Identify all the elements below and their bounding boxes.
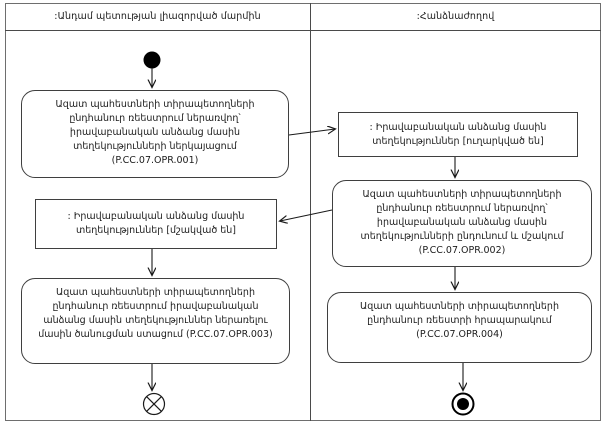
lane-divider — [310, 3, 311, 421]
lane-header-authorized-body: :Անդամ պետության լիազորված մարմին — [5, 3, 310, 30]
object-node-info-processed: : Իրավաբանական անձանց մասին տեղեկություն… — [35, 199, 277, 249]
lane-header-commission: :Հանձնաժողով — [310, 3, 601, 30]
object-node-info-sent: : Իրավաբանական անձանց մասին տեղեկություն… — [338, 112, 578, 157]
lane-header-row: :Անդամ պետության լիազորված մարմին :Հանձն… — [5, 3, 601, 31]
lane-label: :Հանձնաժողով — [416, 11, 495, 22]
lane-label: :Անդամ պետության լիազորված մարմին — [54, 11, 261, 22]
action-node-opr-004: Ազատ պահեստների տիրապետողների ընդհանուր … — [327, 292, 592, 363]
action-node-opr-002: Ազատ պահեստների տիրապետողների ընդհանուր … — [332, 180, 592, 267]
diagram-frame — [5, 3, 601, 421]
action-node-opr-003: Ազատ պահեստների տիրապետողների ընդհանուր … — [21, 278, 290, 364]
action-node-opr-001: Ազատ պահեստների տիրապետողների ընդհանուր … — [21, 90, 289, 178]
